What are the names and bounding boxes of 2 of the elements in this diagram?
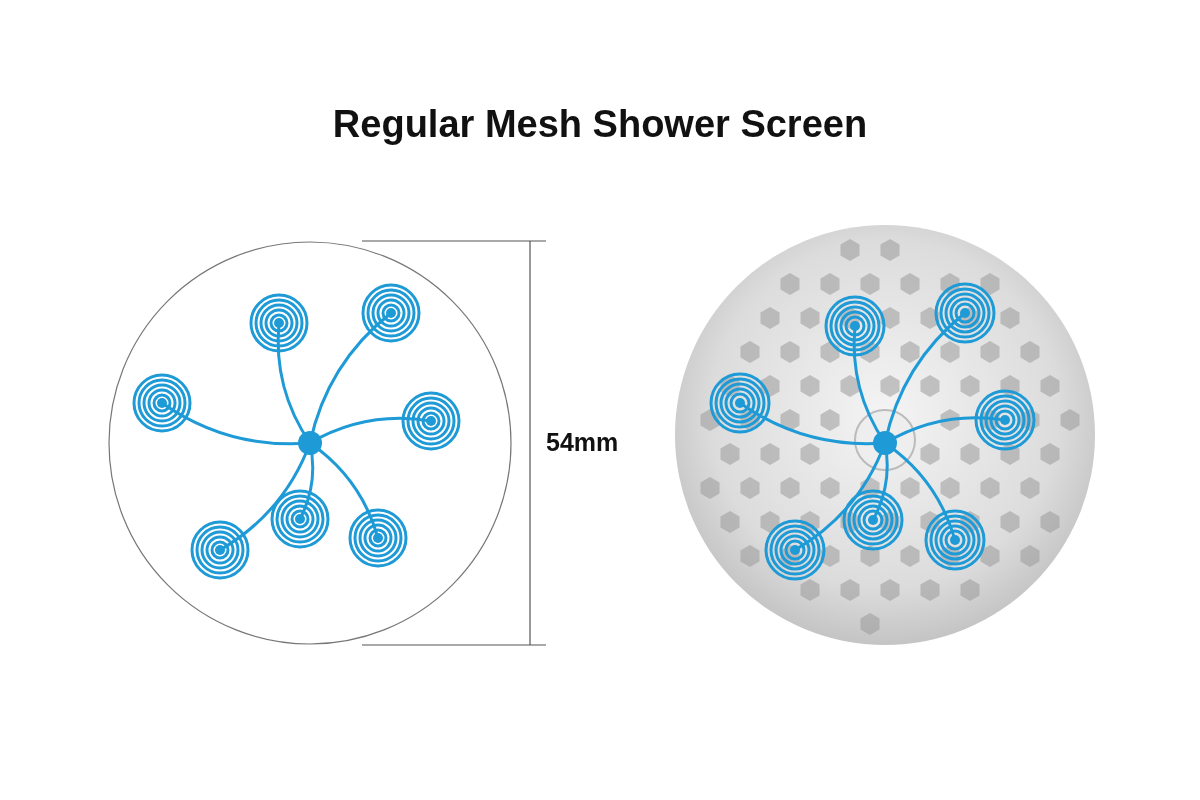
title: Regular Mesh Shower Screen <box>332 102 868 147</box>
dimension-label: 54mm <box>546 428 619 457</box>
